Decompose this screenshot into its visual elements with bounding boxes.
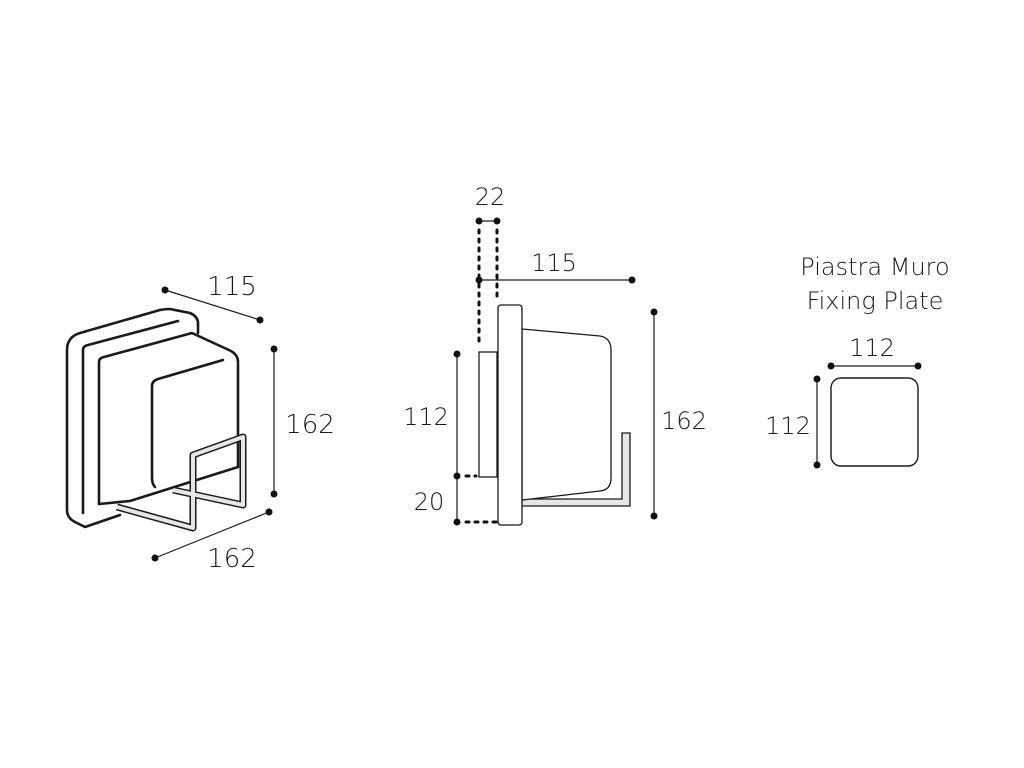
dim-depth: 115 — [207, 272, 257, 302]
wire-bracket — [116, 435, 245, 530]
dim-height: 162 — [661, 407, 707, 435]
fixing-plate-title-en: Fixing Plate — [807, 287, 944, 315]
dim-width: 112 — [849, 334, 895, 362]
lamp-body-side — [521, 328, 612, 501]
dim-height: 162 — [285, 410, 335, 440]
fixing-plate-side — [478, 351, 498, 478]
dim-plate-thickness: 22 — [475, 183, 506, 211]
lamp-body-bottom — [97, 465, 240, 506]
wall-plate-side — [497, 304, 523, 526]
lamp-face — [150, 358, 225, 489]
fixing-plate-title-it: Piastra Muro — [800, 253, 949, 281]
dim-width: 162 — [207, 544, 257, 574]
wall-plate-inner-line — [81, 319, 180, 515]
wall-plate-outline — [65, 307, 200, 529]
fixing-plate-view: Piastra Muro Fixing Plate 112 112 — [765, 253, 950, 469]
side-view: 22 115 112 20 162 — [403, 183, 707, 526]
lamp-body-outline — [97, 331, 240, 506]
dim-offset: 20 — [414, 488, 445, 516]
dim-height: 112 — [765, 412, 811, 440]
dim-plate-height: 112 — [403, 403, 449, 431]
perspective-view: 115 162 162 — [65, 272, 335, 574]
fixing-plate-shape — [830, 377, 919, 467]
dim-depth: 115 — [531, 249, 577, 277]
